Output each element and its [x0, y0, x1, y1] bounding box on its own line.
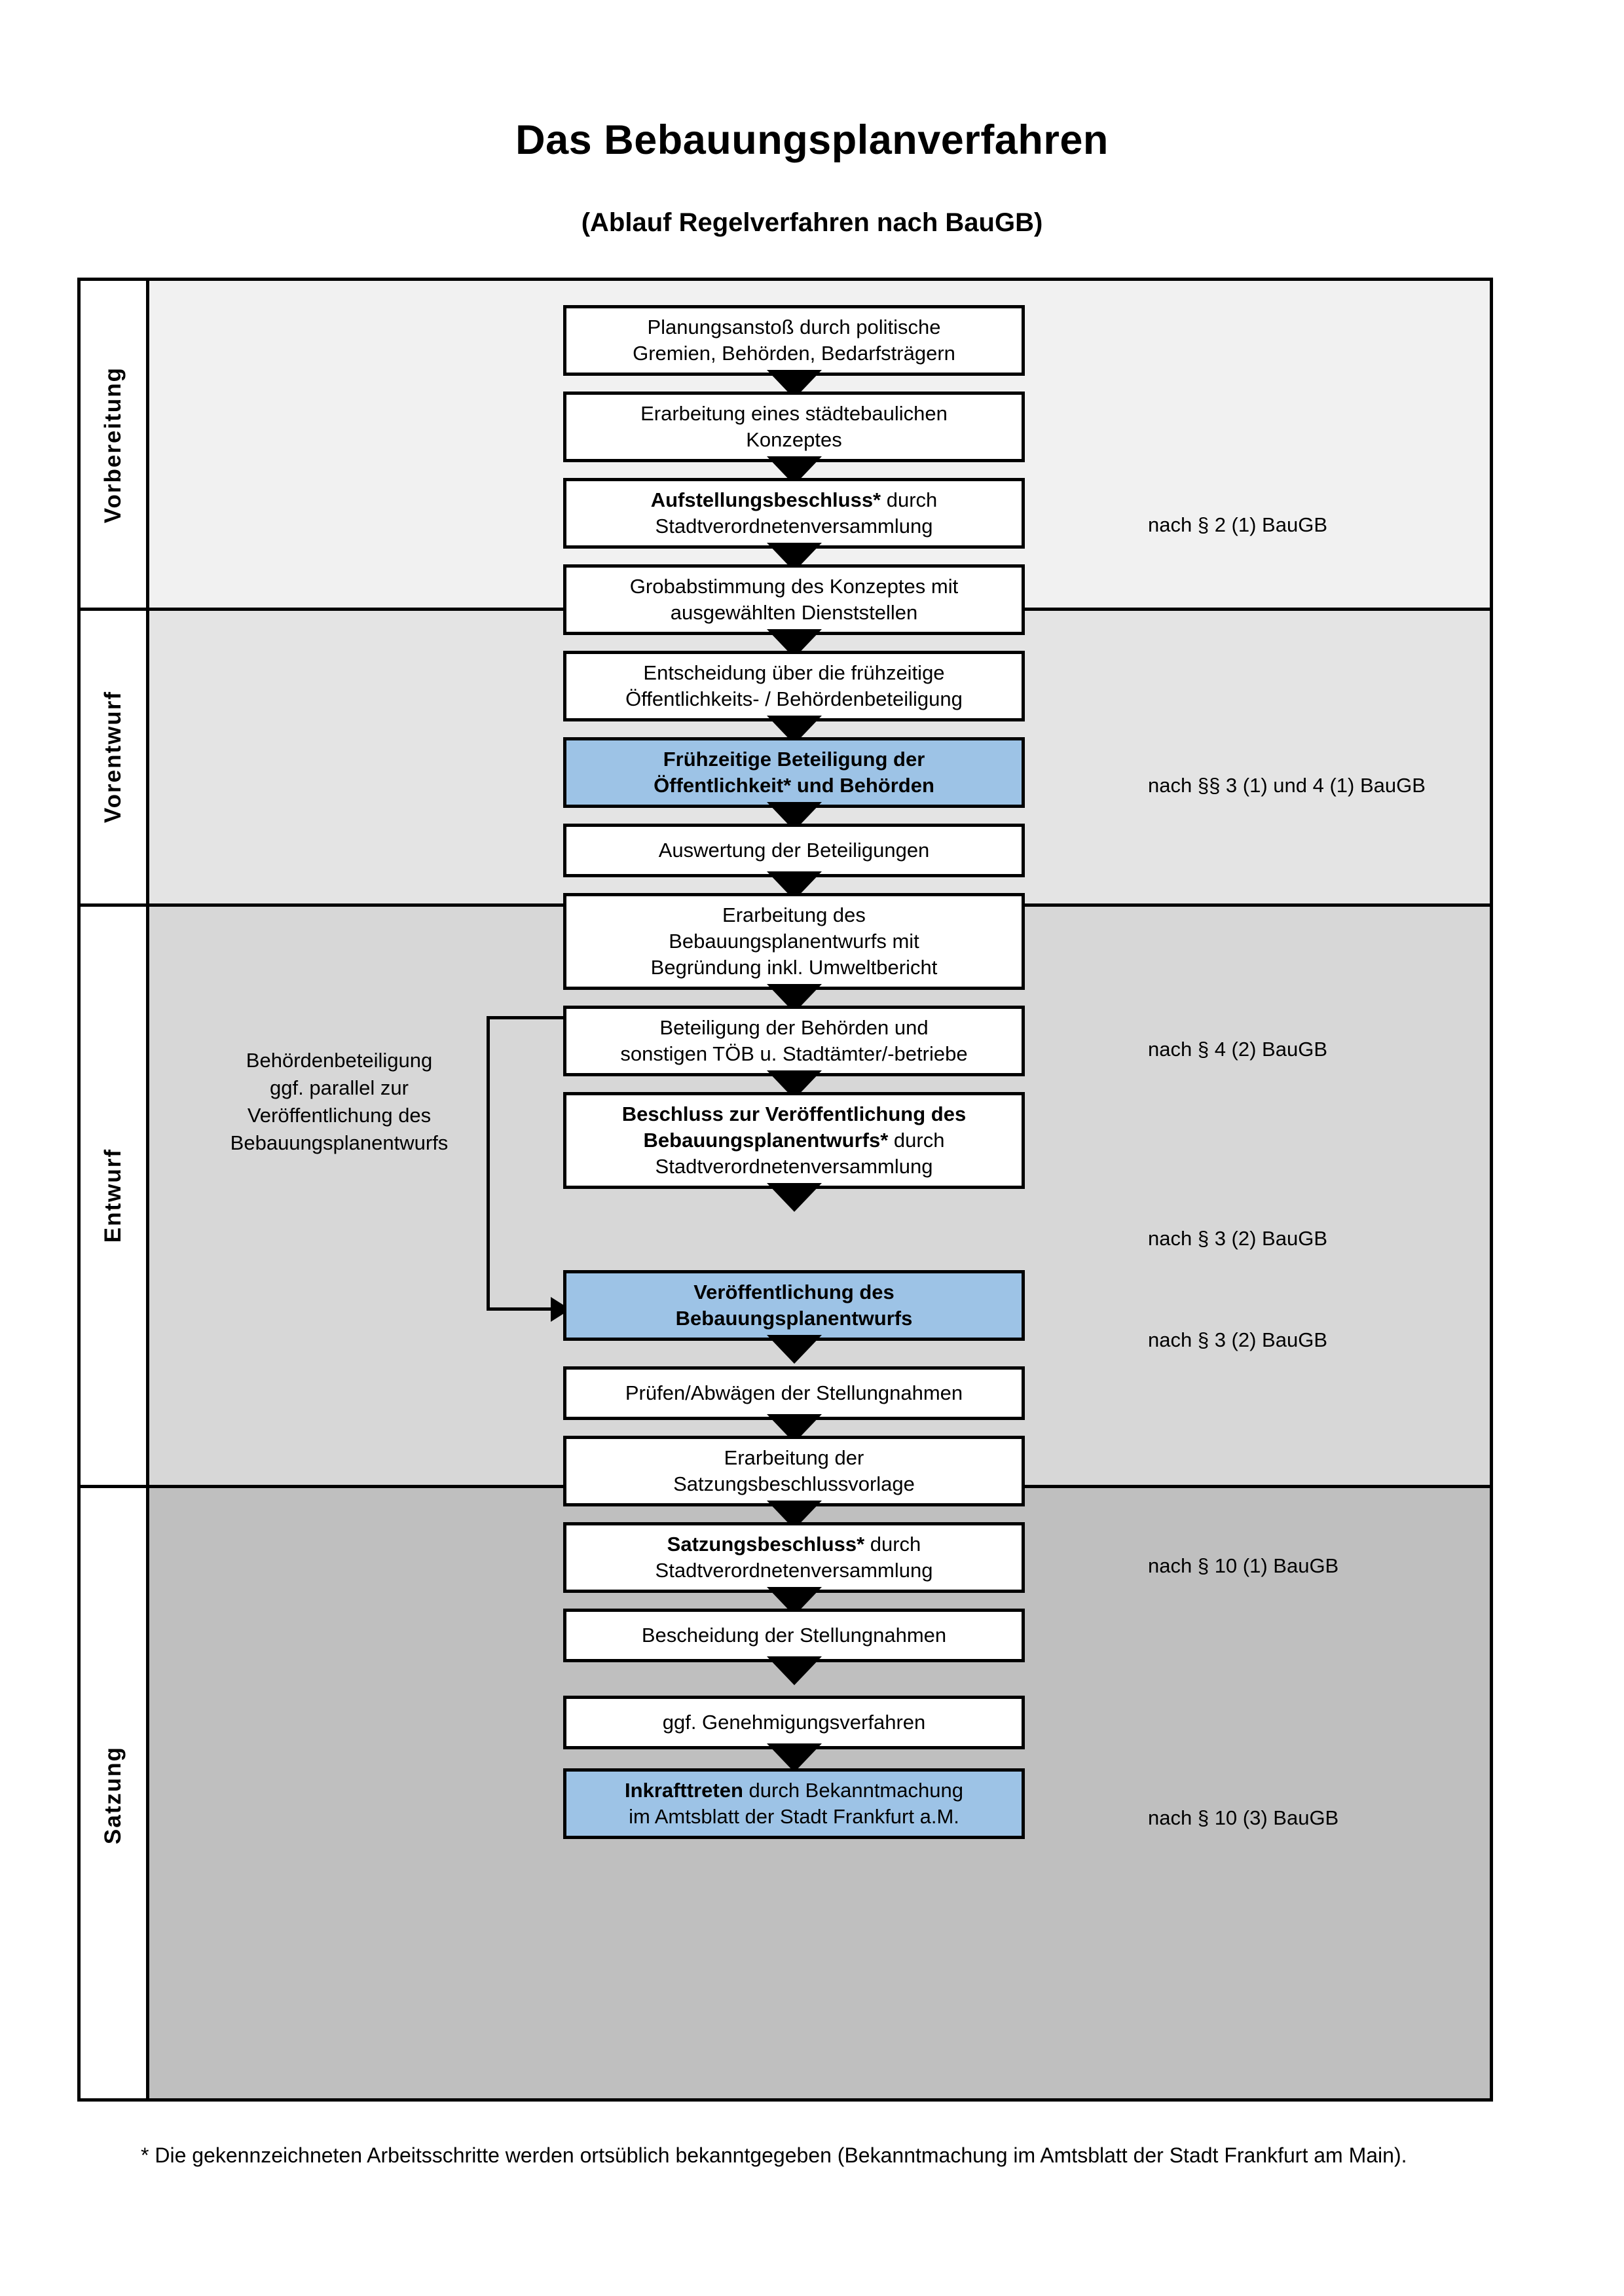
step-line-1: Frühzeitige Beteiligung der: [663, 747, 925, 771]
step-box-satzungsbeschluss[interactable]: Satzungsbeschluss* durch Stadtverordnete…: [563, 1522, 1025, 1593]
flow-arrow-16-icon: [767, 1743, 822, 1772]
law-ref-par3-1-4-1: nach §§ 3 (1) und 4 (1) BauGB: [1148, 774, 1426, 797]
law-ref-par2-1: nach § 2 (1) BauGB: [1148, 513, 1327, 536]
step-line-1: Grobabstimmung des Konzeptes mit: [629, 574, 959, 598]
step-line-1: Bescheidung der Stellungnahmen: [641, 1623, 947, 1647]
step-line-3: Begründung inkl. Umweltbericht: [650, 956, 938, 979]
connector-vertical: [487, 1016, 490, 1311]
step-line-2: Satzungsbeschlussvorlage: [673, 1472, 915, 1495]
step-line-2: Konzeptes: [746, 428, 842, 451]
step-line-2: sonstigen TÖB u. Stadtämter/-betriebe: [620, 1042, 968, 1065]
step-box-genehmigungsverfahren[interactable]: ggf. Genehmigungsverfahren: [563, 1696, 1025, 1749]
connector-top-horizontal: [487, 1016, 565, 1019]
step-line-2: Öffentlichkeits- / Behördenbeteiligung: [625, 687, 963, 710]
step-box-beteiligung-behoerden-toeb[interactable]: Beteiligung der Behörden und sonstigen T…: [563, 1006, 1025, 1076]
phase-label-vorbereitung: Vorbereitung: [100, 366, 126, 524]
step-box-pruefen-abwaegen[interactable]: Prüfen/Abwägen der Stellungnahmen: [563, 1366, 1025, 1420]
step-line-2: im Amtsblatt der Stadt Frankfurt a.M.: [629, 1805, 959, 1828]
step-line-1: Beteiligung der Behörden und: [659, 1015, 929, 1039]
step-line-1: Prüfen/Abwägen der Stellungnahmen: [625, 1381, 963, 1404]
step-line-1-rest: durch: [864, 1532, 921, 1556]
step-line-2-bold: Bebauungsplanentwurfs*: [643, 1128, 889, 1152]
phase-label-satzung: Satzung: [100, 1746, 126, 1845]
step-line-2: Bebauungsplanentwurfs mit: [669, 929, 919, 953]
step-line-1-rest: durch: [881, 488, 938, 511]
phase-label-cell-vorentwurf: Vorentwurf: [81, 609, 149, 905]
law-ref-par10-3: nach § 10 (3) BauGB: [1148, 1806, 1339, 1829]
law-ref-par3-2-b: nach § 3 (2) BauGB: [1148, 1328, 1327, 1351]
page-subtitle: (Ablauf Regelverfahren nach BauGB): [581, 208, 1043, 237]
flow-arrow-10-icon: [767, 1183, 822, 1212]
step-line-1: Veröffentlichung des: [693, 1280, 895, 1303]
step-box-beschluss-veroeffentlichung[interactable]: Beschluss zur Veröffentlichung des Bebau…: [563, 1092, 1025, 1189]
step-line-2-rest: durch: [888, 1128, 945, 1152]
step-box-inkrafttreten[interactable]: Inkrafttreten durch Bekanntmachung im Am…: [563, 1768, 1025, 1839]
step-box-auswertung-beteiligungen[interactable]: Auswertung der Beteiligungen: [563, 824, 1025, 877]
step-box-erarbeitung-bebauungsplanentwurf[interactable]: Erarbeitung des Bebauungsplanentwurfs mi…: [563, 893, 1025, 990]
step-line-1: Erarbeitung des: [722, 903, 866, 926]
footnote: * Die gekennzeichneten Arbeitsschritte w…: [141, 2143, 1407, 2167]
step-line-2: Stadtverordnetenversammlung: [655, 1559, 933, 1582]
step-box-veroeffentlichung-entwurf[interactable]: Veröffentlichung des Bebauungsplanentwur…: [563, 1270, 1025, 1341]
step-line-1-bold: Beschluss zur Veröffentlichung des: [621, 1102, 967, 1125]
step-line-1: ggf. Genehmigungsverfahren: [662, 1710, 926, 1734]
phase-label-cell-satzung: Satzung: [81, 1486, 149, 2098]
page-title: Das Bebauungsplanverfahren: [515, 117, 1109, 163]
connector-bottom-horizontal: [487, 1307, 552, 1311]
phase-label-cell-vorbereitung: Vorbereitung: [81, 281, 149, 609]
step-line-1-rest: durch Bekanntmachung: [743, 1778, 963, 1802]
step-line-2: Bebauungsplanentwurfs: [675, 1307, 913, 1330]
side-note-line-3: Veröffentlichung des: [247, 1103, 432, 1127]
step-line-1: Erarbeitung der: [724, 1446, 864, 1469]
step-box-grobabstimmung[interactable]: Grobabstimmung des Konzeptes mit ausgewä…: [563, 564, 1025, 635]
law-ref-par4-2: nach § 4 (2) BauGB: [1148, 1038, 1327, 1061]
step-line-1-bold: Aufstellungsbeschluss*: [650, 488, 881, 511]
step-line-1: Erarbeitung eines städtebaulichen: [640, 401, 948, 425]
step-line-2: ausgewählten Dienststellen: [670, 601, 918, 624]
step-line-1: Auswertung der Beteiligungen: [658, 838, 930, 862]
side-note-line-2: ggf. parallel zur: [270, 1076, 409, 1099]
side-note-line-4: Bebauungsplanentwurfs: [230, 1131, 449, 1154]
step-box-fruehzeitige-beteiligung[interactable]: Frühzeitige Beteiligung der Öffentlichke…: [563, 737, 1025, 808]
step-box-staedtebauliches-konzept[interactable]: Erarbeitung eines städtebaulichen Konzep…: [563, 392, 1025, 462]
step-box-entscheidung-fruehzeitige[interactable]: Entscheidung über die frühzeitige Öffent…: [563, 651, 1025, 721]
flow-arrow-15-icon: [767, 1656, 822, 1685]
step-box-bescheidung-stellungnahmen[interactable]: Bescheidung der Stellungnahmen: [563, 1609, 1025, 1662]
step-line-3: Stadtverordnetenversammlung: [655, 1155, 933, 1178]
step-box-aufstellungsbeschluss[interactable]: Aufstellungsbeschluss* durch Stadtverord…: [563, 478, 1025, 549]
law-ref-par10-1: nach § 10 (1) BauGB: [1148, 1554, 1339, 1577]
phase-label-entwurf: Entwurf: [100, 1148, 126, 1243]
step-box-planungsanstoss[interactable]: Planungsanstoß durch politische Gremien,…: [563, 305, 1025, 376]
step-line-2: Stadtverordnetenversammlung: [655, 515, 933, 538]
side-note-behoerdenbeteiligung: Behördenbeteiligung ggf. parallel zur Ve…: [195, 1047, 483, 1156]
step-line-2: Öffentlichkeit* und Behörden: [654, 774, 934, 797]
step-line-2: Gremien, Behörden, Bedarfsträgern: [633, 342, 955, 365]
phase-label-cell-entwurf: Entwurf: [81, 905, 149, 1486]
flow-arrow-11-icon: [767, 1335, 822, 1364]
step-line-1-bold: Inkrafttreten: [625, 1778, 743, 1802]
flowchart-frame: Vorbereitung Vorentwurf Entwurf Satzung …: [77, 278, 1493, 2102]
step-line-1: Planungsanstoß durch politische: [647, 315, 941, 338]
side-note-line-1: Behördenbeteiligung: [246, 1049, 433, 1072]
phase-label-vorentwurf: Vorentwurf: [100, 690, 126, 824]
law-ref-par3-2-a: nach § 3 (2) BauGB: [1148, 1227, 1327, 1250]
step-line-1-bold: Satzungsbeschluss*: [667, 1532, 865, 1556]
step-box-erarbeitung-satzungsbeschlussvorlage[interactable]: Erarbeitung der Satzungsbeschlussvorlage: [563, 1436, 1025, 1506]
step-line-1: Entscheidung über die frühzeitige: [643, 661, 945, 684]
